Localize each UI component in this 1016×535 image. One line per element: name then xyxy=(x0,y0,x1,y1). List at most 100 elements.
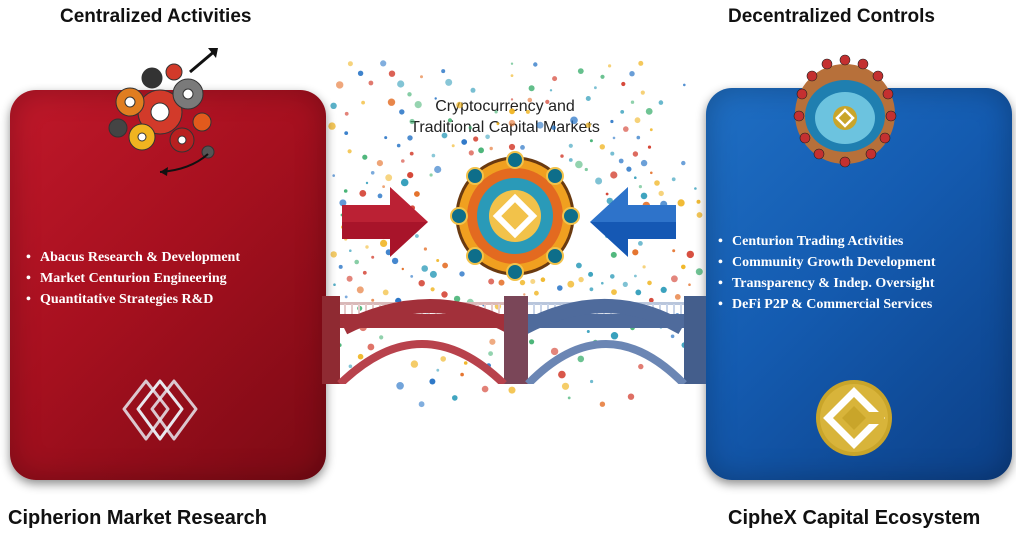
burst-dot xyxy=(489,338,496,345)
burst-dot xyxy=(622,281,628,287)
burst-dot xyxy=(577,355,585,363)
burst-dot xyxy=(621,81,626,87)
burst-dot xyxy=(627,393,635,400)
burst-dot xyxy=(577,68,584,74)
bridge-rail-post xyxy=(351,304,353,314)
left-panel: •Abacus Research & Development •Market C… xyxy=(10,90,326,480)
burst-dot xyxy=(456,101,463,109)
bridge-rail-post xyxy=(540,304,542,314)
burst-dot xyxy=(328,122,336,130)
center-title-line1: Cryptocurrency and xyxy=(435,98,575,115)
bridge-rail-post xyxy=(498,304,500,314)
burst-dot xyxy=(494,110,498,114)
bridge-rail-post xyxy=(547,304,549,314)
burst-dot xyxy=(525,109,530,114)
burst-dot xyxy=(397,80,405,88)
right-footer: CipheX Capital Ecosystem xyxy=(728,507,981,529)
burst-dot xyxy=(436,368,440,372)
burst-dot xyxy=(468,150,474,156)
bridge-rail-post xyxy=(680,304,682,314)
right-bullet-item: •Centurion Trading Activities xyxy=(718,234,904,249)
burst-dot xyxy=(610,251,617,258)
burst-dot xyxy=(429,378,436,385)
burst-dot xyxy=(610,119,614,124)
burst-dot xyxy=(460,372,464,377)
burst-dot xyxy=(586,330,590,333)
burst-dot xyxy=(599,401,606,407)
burst-dot xyxy=(620,110,625,114)
burst-dot xyxy=(330,251,337,258)
burst-dot xyxy=(585,96,591,101)
burst-dot xyxy=(362,154,368,160)
burst-dot xyxy=(670,334,675,339)
bridge-rail-post xyxy=(666,304,668,314)
burst-dot xyxy=(508,143,516,151)
burst-dot xyxy=(536,121,544,129)
bridge-icon xyxy=(322,296,706,384)
burst-dot xyxy=(550,347,559,356)
burst-dot xyxy=(380,239,388,247)
burst-dot xyxy=(674,294,681,300)
burst-dot xyxy=(584,167,588,172)
burst-dot xyxy=(534,290,539,296)
burst-dot xyxy=(434,165,442,174)
roman-council-icon xyxy=(793,54,897,168)
burst-dot xyxy=(560,154,564,158)
burst-dot xyxy=(365,245,369,249)
burst-dot xyxy=(384,136,388,140)
burst-dot xyxy=(338,264,343,269)
burst-dot xyxy=(636,135,641,140)
burst-dot xyxy=(430,287,435,292)
burst-dot xyxy=(600,74,605,79)
burst-dot xyxy=(696,212,703,218)
burst-dot xyxy=(696,199,701,204)
burst-dot xyxy=(638,363,644,370)
left-arrow-icon xyxy=(590,187,676,257)
left-footer: Cipherion Market Research xyxy=(8,507,267,529)
burst-dot xyxy=(632,249,639,256)
burst-dot xyxy=(349,249,352,252)
burst-dot xyxy=(473,136,479,142)
burst-dot xyxy=(347,149,352,154)
gears-icon xyxy=(108,48,218,176)
center-title: Cryptocurrency and Traditional Capital M… xyxy=(380,96,630,138)
burst-dot xyxy=(344,131,349,136)
burst-dot xyxy=(576,262,582,269)
burst-dot xyxy=(568,158,573,162)
burst-dot xyxy=(409,118,415,125)
burst-dot xyxy=(423,247,427,251)
ciphex-logo-icon xyxy=(816,380,892,456)
burst-dot xyxy=(510,62,514,65)
burst-dot xyxy=(561,382,570,390)
burst-dot xyxy=(660,286,667,293)
burst-dot xyxy=(590,379,594,384)
burst-dot xyxy=(618,158,624,164)
burst-dot xyxy=(365,181,369,185)
burst-dot xyxy=(683,83,686,87)
burst-dot xyxy=(558,370,566,379)
burst-dot xyxy=(445,78,453,86)
burst-dot xyxy=(645,108,653,115)
burst-dot xyxy=(339,199,347,207)
burst-dot xyxy=(336,81,344,89)
bridge-rail-post xyxy=(533,304,535,314)
burst-dot xyxy=(481,385,489,393)
burst-dot xyxy=(347,61,353,67)
burst-dot xyxy=(557,285,563,291)
burst-dot xyxy=(552,76,558,82)
burst-dot xyxy=(519,279,526,286)
bridge-rail-post xyxy=(673,304,675,314)
bridge-rail-post xyxy=(491,304,493,314)
burst-dot xyxy=(346,275,353,282)
burst-dot xyxy=(671,275,678,283)
center-title-line2: Traditional Capital Markets xyxy=(410,119,600,136)
burst-dot xyxy=(533,62,538,67)
burst-dot xyxy=(368,80,374,86)
burst-dot xyxy=(638,60,644,66)
left-title: Centralized Activities xyxy=(60,6,252,27)
left-bullet-list: •Abacus Research & Development •Market C… xyxy=(26,247,240,310)
burst-dot xyxy=(396,382,404,390)
burst-dot xyxy=(529,339,535,345)
burst-dot xyxy=(478,147,484,154)
burst-dot xyxy=(630,100,635,104)
